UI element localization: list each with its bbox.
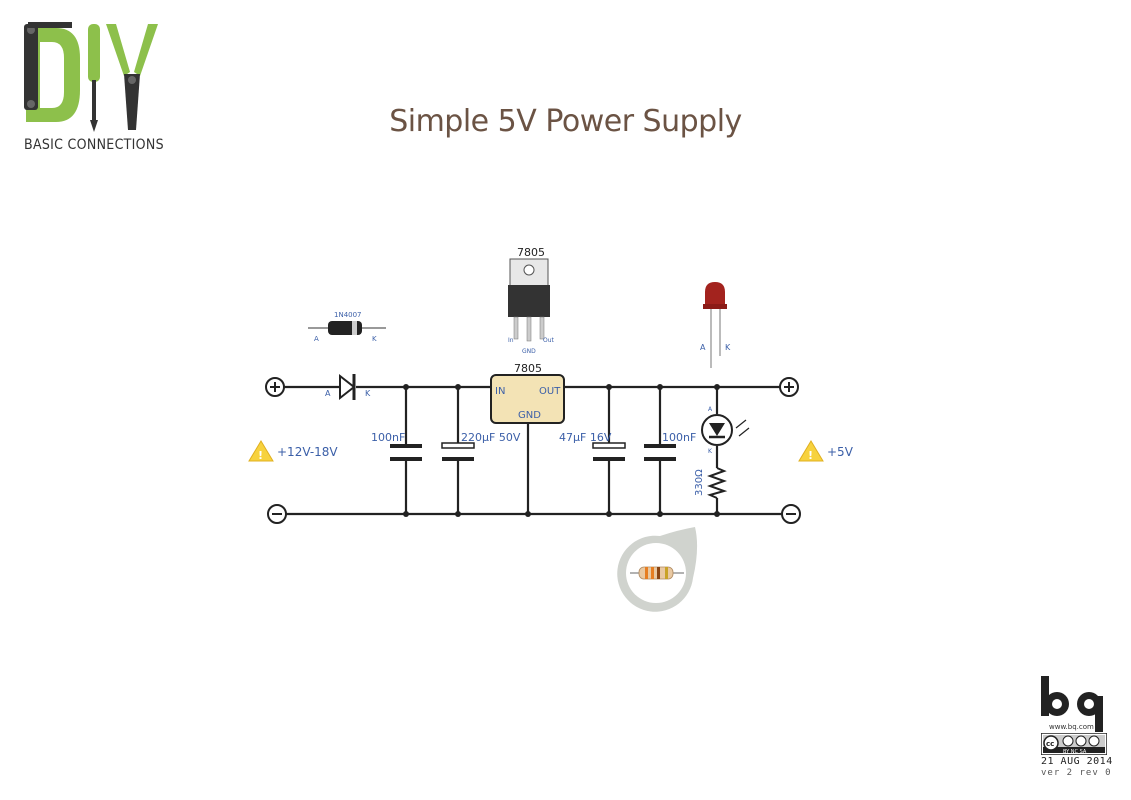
diode-symbol: A K [325,373,371,401]
svg-text:A: A [708,406,713,413]
capacitor-1-label: 100nF [371,431,405,444]
capacitor-4-label: 100nF [662,431,696,444]
svg-text:!: ! [258,449,263,462]
diode-illustration: 1N4007 A K [308,311,386,343]
svg-text:!: ! [808,449,813,462]
regulator-out-label: OUT [539,386,561,397]
bq-logo [1041,676,1103,732]
output-warning-icon: ! [798,440,824,462]
regulator-pin-gnd: GND [522,348,536,355]
resistor-callout [617,527,698,612]
bq-url: www.bq.com [1049,723,1094,731]
junction-dots [403,384,720,517]
input-negative-terminal [267,504,287,524]
logo-subtitle: BASIC CONNECTIONS [24,137,164,153]
regulator-box-label: 7805 [514,362,542,375]
output-negative-terminal [781,504,801,524]
input-warning-icon: ! [248,440,274,462]
diode-part-label: 1N4007 [334,311,362,319]
led-illustration: A K [700,282,731,368]
diode-illus-cathode: K [372,335,377,343]
output-positive-terminal [779,377,799,397]
led-cathode-label: K [725,343,731,352]
page-title: Simple 5V Power Supply [389,104,742,139]
footer-revision: ver 2 rev 0 [1041,768,1112,778]
svg-text:BY NC SA: BY NC SA [1063,749,1087,755]
capacitor-4: 100nF [644,431,696,461]
regulator-pin-in: In [508,337,514,344]
capacitor-3: 47µF 16V [559,431,626,461]
regulator-block: 7805 IN OUT GND [490,362,565,424]
regulator-in-label: IN [495,386,505,397]
capacitor-1: 100nF [371,431,422,461]
svg-text:K: K [708,448,713,455]
resistor-symbol: 330Ω [694,467,728,499]
capacitor-2-label: 220µF 50V [461,431,521,444]
input-positive-terminal [265,377,285,397]
regulator-illustration: 7805 In GND Out [508,246,555,355]
regulator-illus-part: 7805 [517,246,545,259]
capacitor-2: 220µF 50V [441,431,521,461]
svg-text:cc: cc [1046,740,1054,748]
led-anode-label: A [700,343,706,352]
capacitor-3-label: 47µF 16V [559,431,612,444]
cc-license-badge: cc BY NC SA [1041,733,1107,755]
footer-date: 21 AUG 2014 [1041,756,1113,767]
resistor-label: 330Ω [694,469,705,496]
diode-anode-label: A [325,389,331,398]
diode-cathode-label: K [365,389,371,398]
regulator-pin-out: Out [543,337,555,344]
input-voltage-label: +12V-18V [277,445,338,459]
led-symbol: A K [701,406,750,455]
output-voltage-label: +5V [827,445,854,459]
diy-logo [24,22,158,132]
regulator-gnd-label: GND [518,410,541,421]
diode-illus-anode: A [314,335,319,343]
